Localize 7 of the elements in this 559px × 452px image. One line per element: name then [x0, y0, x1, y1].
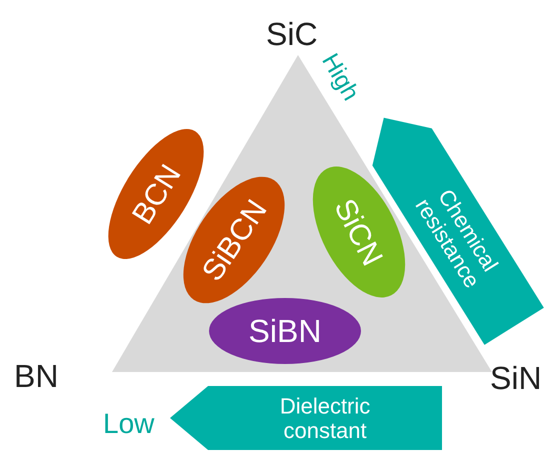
vertex-label: BN: [14, 360, 58, 392]
vertex-label: SiC: [266, 18, 318, 50]
material-region: SiCN: [312, 166, 406, 298]
direction-arrow: Dielectric constant: [170, 386, 442, 450]
vertex-label: SiN: [490, 362, 542, 394]
material-region: SiBN: [209, 298, 361, 364]
scale-label: Low: [103, 410, 154, 438]
